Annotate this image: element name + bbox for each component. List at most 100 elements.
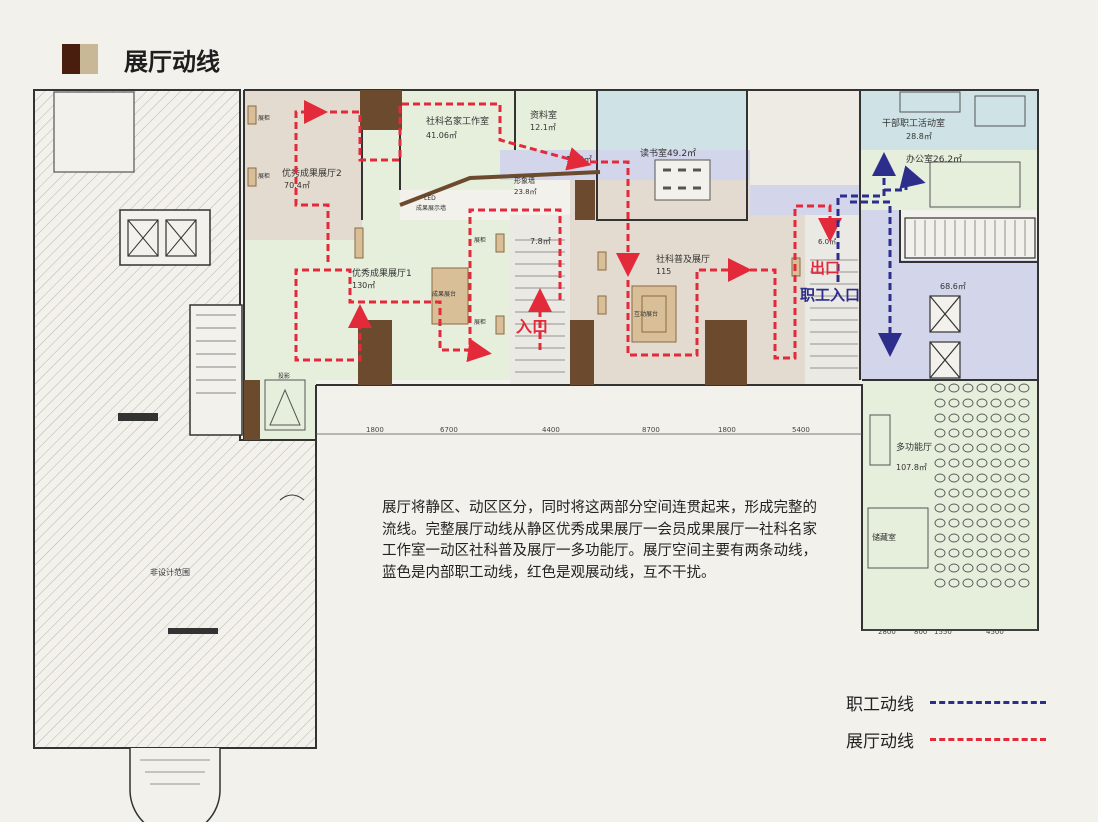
seat (1018, 488, 1030, 498)
image-wall-area: 23.8㎡ (514, 188, 537, 196)
seat (1004, 548, 1016, 558)
seat (962, 518, 974, 528)
legend-staff: 职工动线 (846, 690, 1046, 715)
seat (990, 518, 1002, 528)
seat (1004, 458, 1016, 468)
seat (934, 578, 946, 588)
small-area: 6.0㎡ (818, 238, 836, 246)
seat (1018, 383, 1030, 393)
room-expert-studio-area: 41.06㎡ (426, 131, 457, 140)
room-multi-function: 多功能厅 (896, 441, 932, 453)
seat (962, 428, 974, 438)
cabinet-label-3: 展柜 (474, 236, 486, 244)
seat (976, 533, 988, 543)
seat (934, 413, 946, 423)
seat (934, 518, 946, 528)
title-swatch-light (80, 44, 98, 74)
seat (934, 533, 946, 543)
seat (1004, 383, 1016, 393)
seat (934, 473, 946, 483)
title-swatch-dark (62, 44, 80, 74)
furniture (247, 91, 1026, 569)
seat (1018, 578, 1030, 588)
room-storage: 储藏室 (872, 532, 896, 542)
dim-right-3: 1550 (934, 628, 952, 636)
description-text: 展厅将静区、动区区分，同时将这两部分空间连贯起来，形成完整的流线。完整展厅动线从… (382, 500, 817, 581)
dim-right-4: 4500 (986, 628, 1004, 636)
staff-route (836, 152, 926, 357)
dim-6: 5400 (792, 426, 810, 434)
seat (976, 473, 988, 483)
seat (962, 578, 974, 588)
seat (990, 443, 1002, 453)
dim-2: 6700 (440, 426, 458, 434)
seat (948, 398, 960, 408)
seat (990, 413, 1002, 423)
seating-grid (934, 383, 1030, 588)
seat (962, 473, 974, 483)
seat (1004, 473, 1016, 483)
exit-marker: 出口 (810, 259, 840, 277)
seat (948, 578, 960, 588)
seat (948, 413, 960, 423)
page-header: 展厅动线 (62, 44, 220, 76)
seat (1004, 563, 1016, 573)
room-archive: 资料室 (530, 109, 557, 121)
seat (976, 518, 988, 528)
staff-entrance-marker: 职工入口 (800, 286, 860, 304)
room-excellent-2-area: 70.4㎡ (284, 181, 310, 190)
achievement-table-label: 成果展台 (432, 290, 456, 298)
seat (934, 503, 946, 513)
room-excellent-1-area: 130㎡ (352, 281, 375, 290)
achievement-board-label: 成果展示墙 (416, 204, 446, 212)
seat (976, 548, 988, 558)
led-label: LED (424, 195, 436, 202)
seat (962, 458, 974, 468)
seat (976, 428, 988, 438)
seat (1004, 533, 1016, 543)
seat (1004, 443, 1016, 453)
seat (976, 578, 988, 588)
seat (990, 578, 1002, 588)
legend-visitor-line (930, 738, 1046, 741)
legend-visitor-label: 展厅动线 (846, 732, 914, 752)
dim-3: 4400 (542, 426, 560, 434)
room-excellent-1: 优秀成果展厅1 (352, 267, 412, 279)
room-staff-activity-area: 28.8㎡ (906, 132, 932, 141)
seat (1004, 413, 1016, 423)
seat (948, 428, 960, 438)
seat (1004, 518, 1016, 528)
entrance-marker: 入口 (516, 317, 548, 336)
seat (1018, 458, 1030, 468)
seat (948, 458, 960, 468)
dim-1: 1800 (366, 426, 384, 434)
seat (934, 383, 946, 393)
seat (948, 503, 960, 513)
seat (976, 563, 988, 573)
seat (976, 503, 988, 513)
seat (1018, 548, 1030, 558)
seat (1018, 503, 1030, 513)
seat (1018, 413, 1030, 423)
dim-5: 1800 (718, 426, 736, 434)
seat (990, 383, 1002, 393)
room-labels: 优秀成果展厅2 70.4㎡ 优秀成果展厅1 130㎡ 社科名家工作室 41.06… (258, 109, 966, 542)
seat (1004, 398, 1016, 408)
room-popular-science: 社科普及展厅 (656, 253, 710, 265)
seat (934, 563, 946, 573)
dim-4: 8700 (642, 426, 660, 434)
seat (990, 458, 1002, 468)
seat (948, 443, 960, 453)
seat (948, 488, 960, 498)
seat (976, 458, 988, 468)
page-title: 展厅动线 (124, 47, 220, 76)
seat (962, 488, 974, 498)
seat (1004, 503, 1016, 513)
elevators (929, 295, 961, 379)
seat (962, 383, 974, 393)
seat (990, 503, 1002, 513)
seat (990, 473, 1002, 483)
seat (976, 413, 988, 423)
legend-visitor: 展厅动线 (846, 727, 1046, 752)
